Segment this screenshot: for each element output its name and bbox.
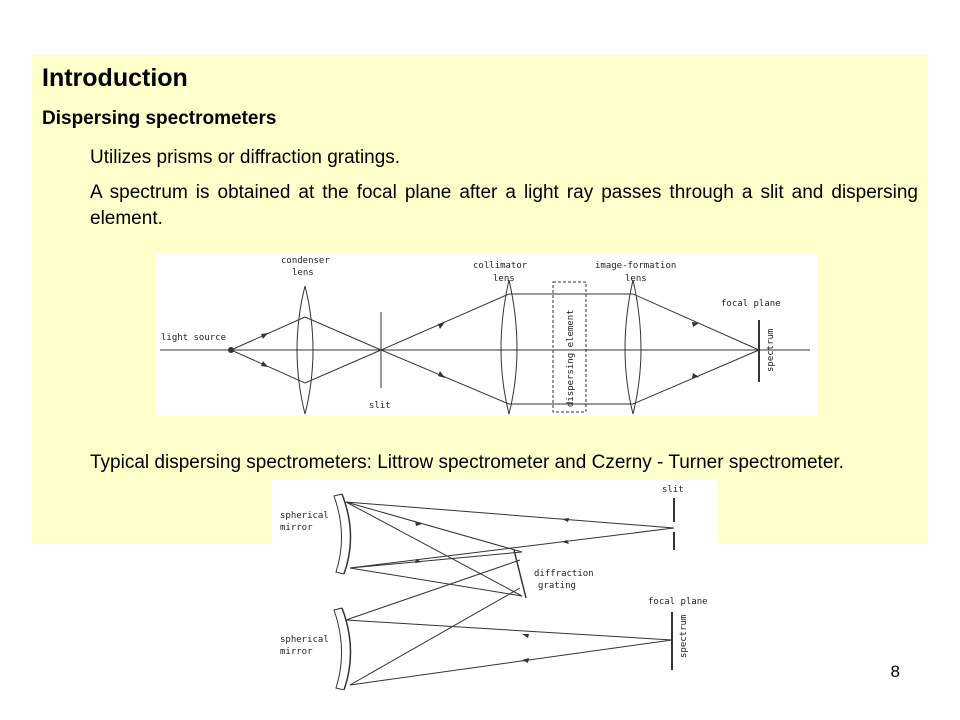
label-spherical-1: spherical: [280, 511, 329, 521]
label-image-formation: image-formation: [595, 261, 676, 271]
label-dispersing-element: dispersing element: [566, 309, 576, 407]
page-number: 8: [890, 662, 900, 681]
dispersing-spectrometer-diagram: condenser lens collimator lens image-for…: [155, 254, 817, 416]
label-mirror-1: mirror: [280, 523, 313, 533]
paragraph-prisms: Utilizes prisms or diffraction gratings.: [90, 147, 401, 168]
label-image-formation-lens: lens: [625, 274, 647, 284]
label-condenser-lens: lens: [292, 268, 314, 278]
label-collimator-lens: lens: [493, 274, 515, 284]
section-subtitle: Dispersing spectrometers: [42, 108, 277, 129]
label-spherical-2: spherical: [280, 635, 329, 645]
paragraph-typical-spectrometers: Typical dispersing spectrometers: Littro…: [90, 452, 844, 473]
label-mirror-2: mirror: [280, 647, 313, 657]
page-title: Introduction: [42, 64, 188, 92]
label-cz-slit: slit: [662, 485, 684, 495]
czerny-turner-diagram: slit spherical mirror spherical mirror d…: [272, 480, 718, 690]
paragraph-focal-plane: A spectrum is obtained at the focal plan…: [90, 182, 918, 229]
label-condenser: condenser: [281, 256, 330, 266]
label-light-source: light source: [161, 333, 226, 343]
label-focal-plane: focal plane: [721, 299, 781, 309]
label-collimator: collimator: [473, 261, 528, 271]
label-cz-spectrum: spectrum: [679, 615, 689, 658]
label-slit: slit: [369, 401, 391, 411]
label-spectrum: spectrum: [766, 329, 776, 372]
label-cz-focal-plane: focal plane: [648, 597, 708, 607]
label-grating: grating: [538, 581, 576, 591]
label-diffraction: diffraction: [534, 569, 594, 579]
